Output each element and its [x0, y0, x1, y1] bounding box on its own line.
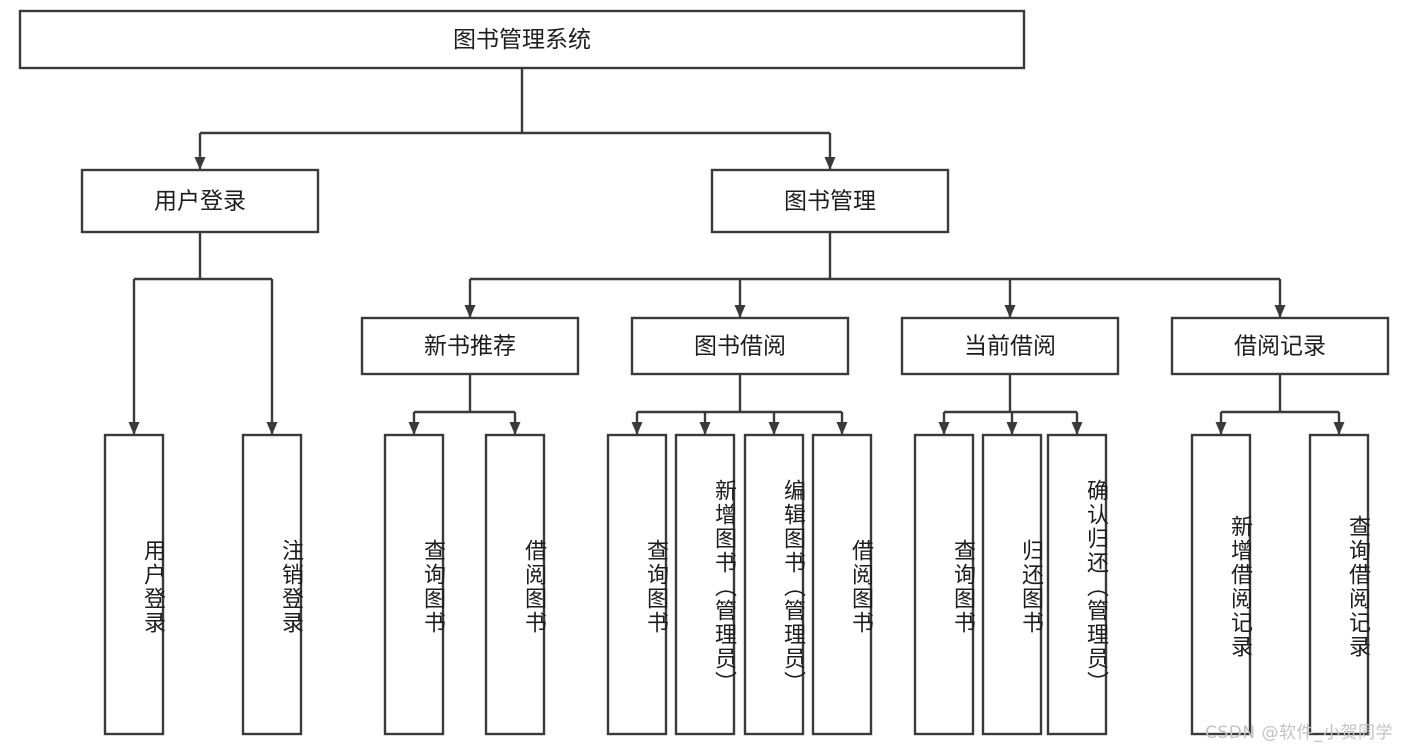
node-new-book-recommend[interactable]: 新书推荐 — [360, 316, 580, 376]
node-box-leaf-return-book — [981, 433, 1043, 736]
arrow-head-icon — [1333, 422, 1345, 435]
arrow-head-icon — [408, 422, 420, 435]
node-box-user-login — [80, 168, 320, 234]
edge-group-book-management — [464, 232, 1286, 318]
node-leaf-logout-login[interactable] — [241, 433, 303, 736]
node-label-book-management: 图书管理 — [784, 189, 876, 215]
node-box-book-management — [710, 168, 950, 234]
arrow-head-icon — [266, 422, 278, 435]
edge-group-root — [194, 68, 836, 170]
edge-group-book-borrow — [631, 374, 848, 435]
node-box-leaf-borrow-book-2 — [811, 433, 873, 736]
node-book-borrow[interactable]: 图书借阅 — [630, 316, 850, 376]
arrow-head-icon — [1215, 422, 1227, 435]
node-label-user-login: 用户登录 — [154, 189, 246, 215]
node-box-leaf-user-login — [103, 433, 165, 736]
node-leaf-confirm-return-admin[interactable] — [1046, 433, 1108, 736]
node-leaf-borrow-book-1[interactable] — [484, 433, 546, 736]
edge-group-current-borrow — [938, 374, 1083, 435]
node-label-book-borrow: 图书借阅 — [694, 334, 786, 360]
node-leaf-query-book-1[interactable] — [383, 433, 445, 736]
watermark-text: CSDN @软件_小贺同学 — [1205, 723, 1393, 743]
edge-group-borrow-record — [1215, 374, 1345, 435]
node-leaf-add-borrow-record[interactable] — [1190, 433, 1252, 736]
node-label-current-borrow: 当前借阅 — [964, 334, 1056, 360]
node-box-book-borrow — [630, 316, 850, 376]
node-leaf-borrow-book-2[interactable] — [811, 433, 873, 736]
node-box-new-book-recommend — [360, 316, 580, 376]
arrow-head-icon — [464, 305, 476, 318]
node-label-borrow-record: 借阅记录 — [1234, 334, 1326, 360]
arrow-head-icon — [938, 422, 950, 435]
edge-group-new-book-recommend — [408, 374, 521, 435]
arrow-head-icon — [631, 422, 643, 435]
node-label-new-book-recommend: 新书推荐 — [424, 334, 516, 360]
arrow-head-icon — [768, 422, 780, 435]
node-leaf-add-book-admin[interactable] — [674, 433, 736, 736]
node-leaf-edit-book-admin[interactable] — [743, 433, 805, 736]
node-box-leaf-add-borrow-record — [1190, 433, 1252, 736]
connector-layer — [128, 68, 1345, 435]
node-leaf-query-borrow-record[interactable] — [1308, 433, 1370, 736]
edge-group-user-login — [128, 232, 278, 435]
node-user-login[interactable]: 用户登录 — [80, 168, 320, 234]
node-leaf-query-book-2[interactable] — [606, 433, 668, 736]
node-leaf-return-book[interactable] — [981, 433, 1043, 736]
node-book-management[interactable]: 图书管理 — [710, 168, 950, 234]
arrow-head-icon — [824, 157, 836, 170]
node-box-leaf-query-borrow-record — [1308, 433, 1370, 736]
node-box-leaf-confirm-return-admin — [1046, 433, 1108, 736]
node-borrow-record[interactable]: 借阅记录 — [1170, 316, 1390, 376]
node-root[interactable]: 图书管理系统 — [18, 9, 1026, 70]
node-box-leaf-logout-login — [241, 433, 303, 736]
arrow-head-icon — [194, 157, 206, 170]
node-box-leaf-edit-book-admin — [743, 433, 805, 736]
node-label-root: 图书管理系统 — [453, 27, 591, 53]
node-box-root — [18, 9, 1026, 70]
node-box-borrow-record — [1170, 316, 1390, 376]
arrow-head-icon — [128, 422, 140, 435]
arrow-head-icon — [1071, 422, 1083, 435]
node-leaf-user-login[interactable] — [103, 433, 165, 736]
arrow-head-icon — [734, 305, 746, 318]
node-leaf-query-book-3[interactable] — [913, 433, 975, 736]
arrow-head-icon — [699, 422, 711, 435]
node-current-borrow[interactable]: 当前借阅 — [900, 316, 1120, 376]
node-box-leaf-query-book-2 — [606, 433, 668, 736]
node-box-leaf-query-book-3 — [913, 433, 975, 736]
arrow-head-icon — [836, 422, 848, 435]
node-box-leaf-borrow-book-1 — [484, 433, 546, 736]
arrow-head-icon — [509, 422, 521, 435]
arrow-head-icon — [1274, 305, 1286, 318]
node-box-leaf-add-book-admin — [674, 433, 736, 736]
arrow-head-icon — [1006, 422, 1018, 435]
node-box-current-borrow — [900, 316, 1120, 376]
node-box-leaf-query-book-1 — [383, 433, 445, 736]
arrow-head-icon — [1004, 305, 1016, 318]
